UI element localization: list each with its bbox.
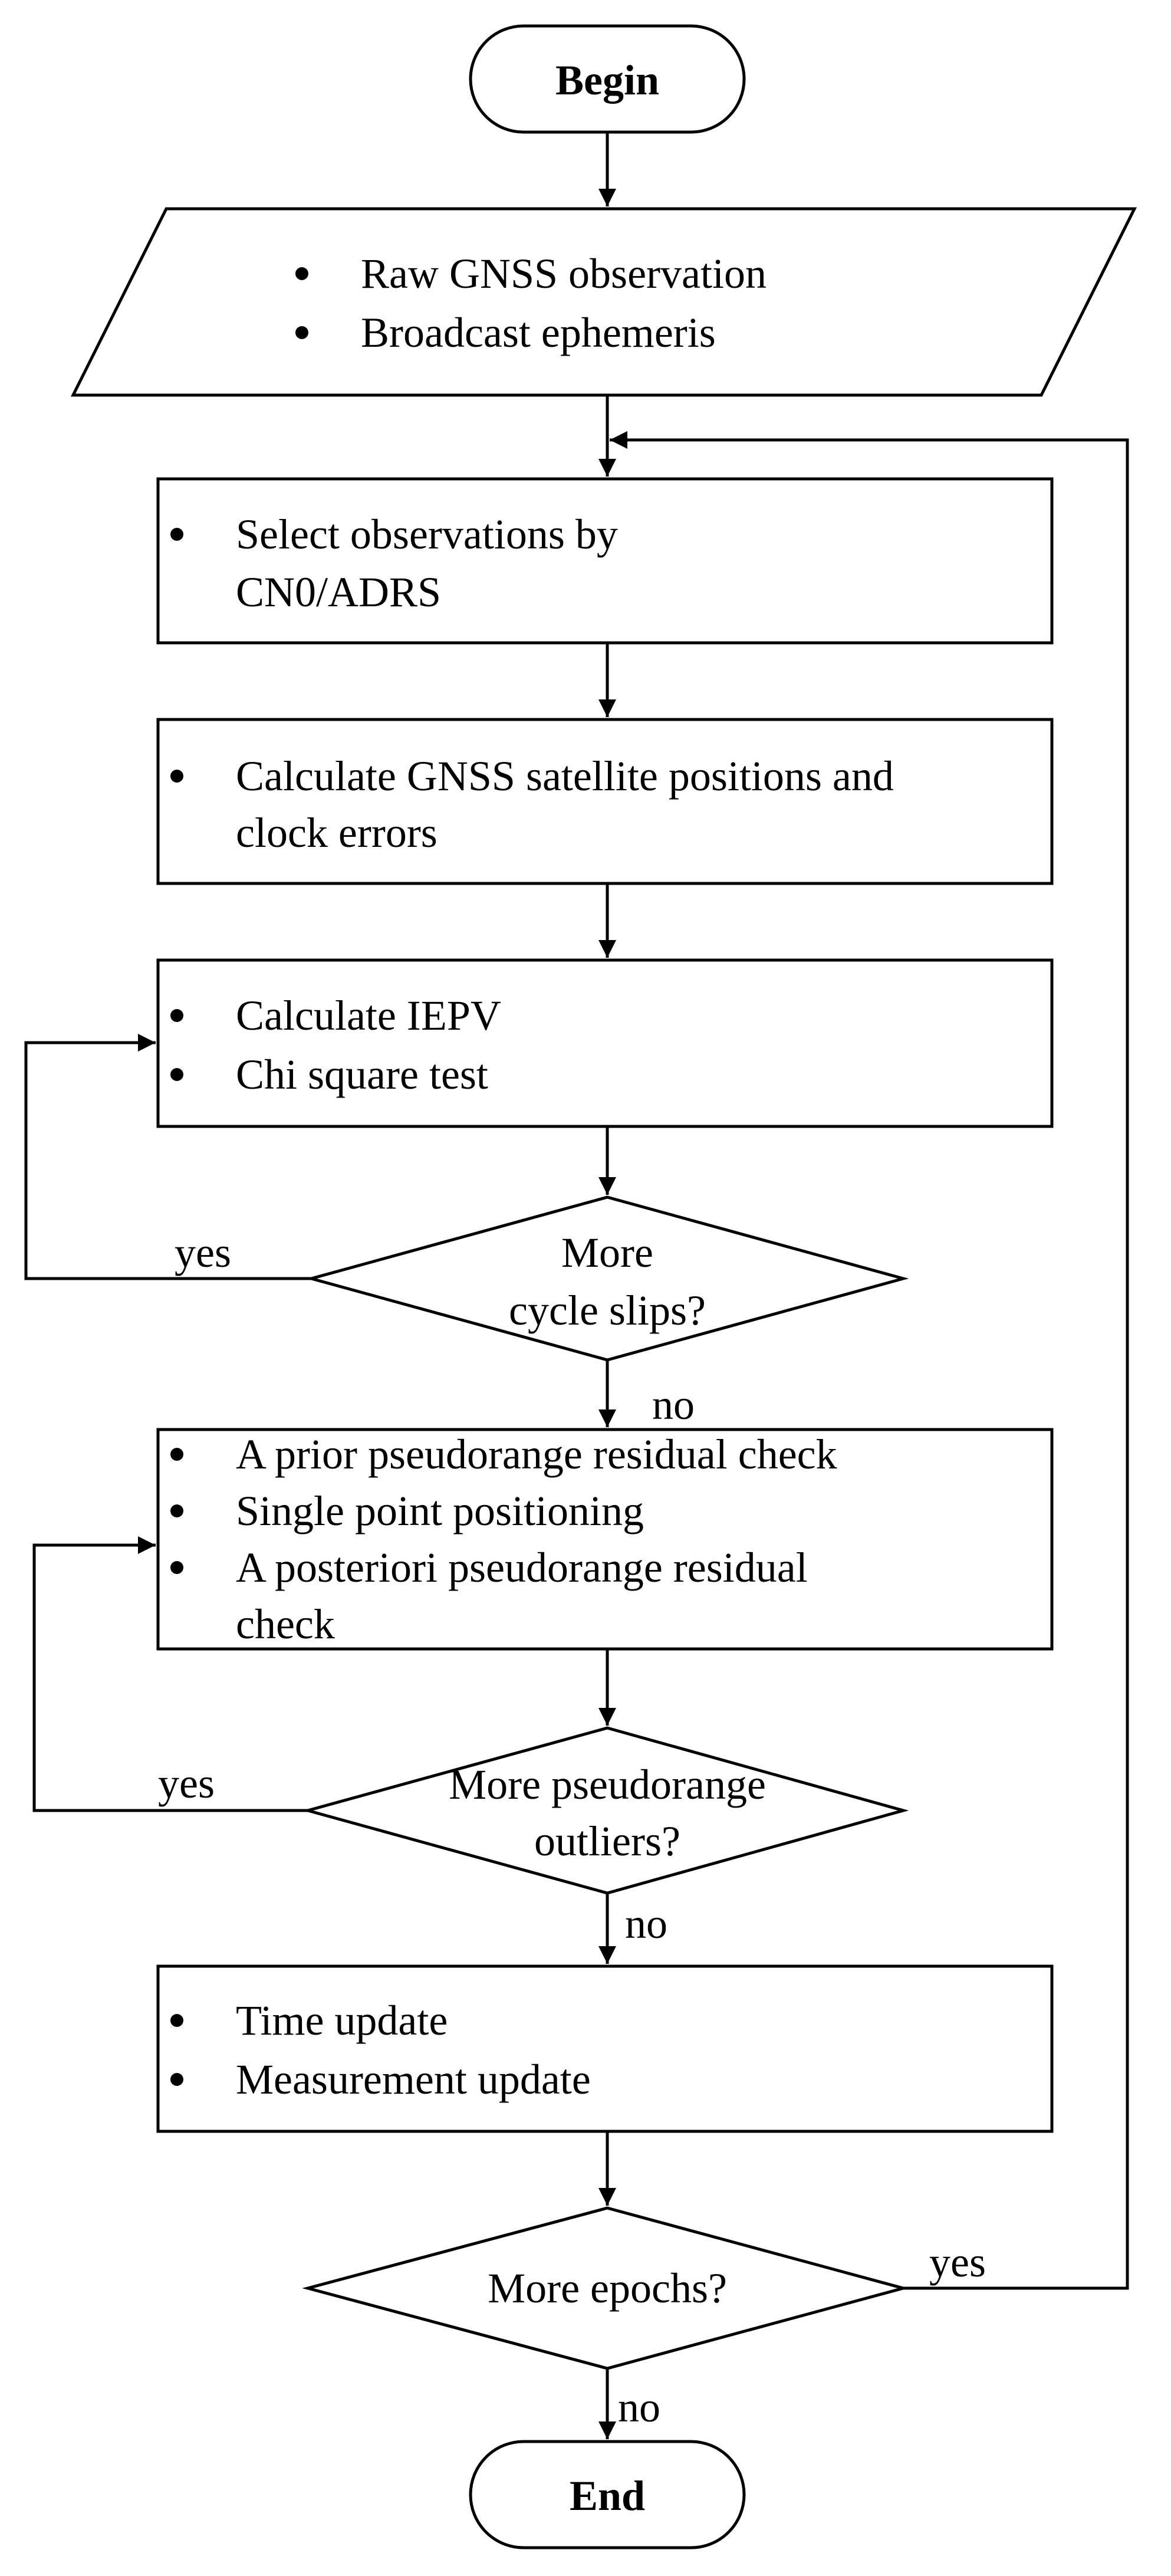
connector-outliers-yes-loop (32, 1536, 308, 1812)
input-parallelogram: Raw GNSS observation Broadcast ephemeris (70, 207, 1137, 397)
spp-box: A prior pseudorange residual check Singl… (156, 1428, 1054, 1651)
update-item-2: Measurement update (236, 2056, 591, 2103)
epochs-no-label: no (618, 2384, 660, 2431)
outliers-no-label: no (625, 1900, 667, 1947)
epochs-yes-label: yes (929, 2239, 986, 2286)
epochs-decision: More epochs? (302, 2206, 909, 2370)
iepv-box: Calculate IEPV Chi square test (156, 958, 1054, 1128)
outliers-line-2: outliers? (534, 1818, 680, 1865)
select-observations-box: Select observations by CN0/ADRS (156, 477, 1054, 645)
update-box: Time update Measurement update (156, 1964, 1054, 2133)
bullet-icon (170, 1068, 183, 1081)
bullet-icon (170, 1504, 183, 1517)
spp-item-1: A prior pseudorange residual check (236, 1431, 837, 1478)
connector-epochs-yes-loop (610, 431, 1129, 2290)
outliers-decision: More pseudorange outliers? (302, 1726, 909, 1895)
bullet-icon (170, 2014, 183, 2027)
spp-item-3-line-1: A posteriori pseudorange residual (236, 1544, 808, 1591)
satellite-line-2: clock errors (236, 809, 438, 856)
bullet-icon (170, 770, 183, 783)
select-line-2: CN0/ADRS (236, 569, 441, 616)
bullet-icon (170, 2073, 183, 2086)
input-item-2: Broadcast ephemeris (361, 309, 716, 356)
bullet-icon (170, 1009, 183, 1022)
cycle-no-label: no (652, 1381, 695, 1428)
iepv-item-2: Chi square test (236, 1051, 488, 1098)
connector-cycle-yes-loop (24, 1034, 311, 1280)
bullet-icon (170, 1561, 183, 1574)
outliers-yes-label: yes (158, 1760, 215, 1807)
cycle-slips-decision: More cycle slips? (305, 1195, 909, 1362)
select-line-1: Select observations by (236, 511, 618, 558)
begin-label: Begin (555, 57, 659, 104)
bullet-icon (295, 267, 308, 280)
spp-item-2: Single point positioning (236, 1487, 644, 1535)
cycle-line-1: More (561, 1229, 653, 1276)
satellite-positions-box: Calculate GNSS satellite positions and c… (156, 718, 1054, 885)
begin-terminator: Begin (469, 24, 746, 134)
bullet-icon (170, 528, 183, 541)
outliers-line-1: More pseudorange (449, 1761, 766, 1808)
end-label: End (570, 2472, 645, 2519)
bullet-icon (295, 326, 308, 339)
iepv-item-1: Calculate IEPV (236, 992, 501, 1039)
satellite-line-1: Calculate GNSS satellite positions and (236, 753, 894, 800)
end-terminator: End (469, 2440, 746, 2549)
spp-item-3-line-2: check (236, 1601, 335, 1648)
cycle-yes-label: yes (175, 1229, 231, 1276)
epochs-label: More epochs? (488, 2265, 727, 2312)
bullet-icon (170, 1448, 183, 1461)
input-item-1: Raw GNSS observation (361, 250, 767, 297)
update-item-1: Time update (236, 1997, 448, 2044)
cycle-line-2: cycle slips? (509, 1287, 706, 1334)
